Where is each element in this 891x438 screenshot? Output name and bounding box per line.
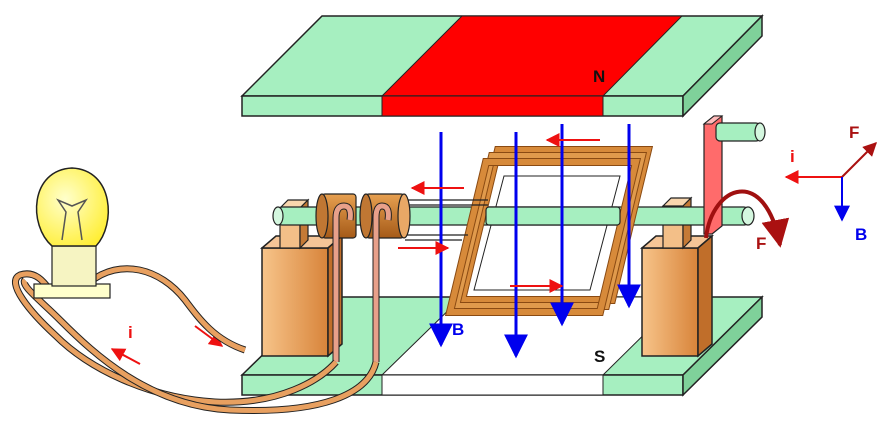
north-magnet xyxy=(240,14,764,118)
right-support-block xyxy=(639,196,715,358)
axes-field-label: B xyxy=(855,225,867,244)
south-magnet xyxy=(240,295,764,397)
south-pole-label: S xyxy=(594,347,605,366)
brushes xyxy=(332,202,392,362)
slip-rings xyxy=(315,193,411,239)
light-bulb xyxy=(33,167,111,299)
external-circuit-wire xyxy=(12,265,380,415)
axes-current-label: i xyxy=(790,147,795,166)
coil-leads xyxy=(400,199,488,241)
rotation-arrow xyxy=(704,189,790,248)
force-axes xyxy=(784,142,877,222)
axes-force-label: F xyxy=(849,123,859,142)
magnetic-field-lines xyxy=(429,124,641,359)
current-arrows xyxy=(110,133,600,365)
wire-current-label: i xyxy=(128,323,133,342)
rotation-force-label: F xyxy=(756,234,766,253)
north-pole-label: N xyxy=(593,67,605,86)
armature-coil xyxy=(444,146,654,316)
field-b-label: B xyxy=(452,320,464,339)
